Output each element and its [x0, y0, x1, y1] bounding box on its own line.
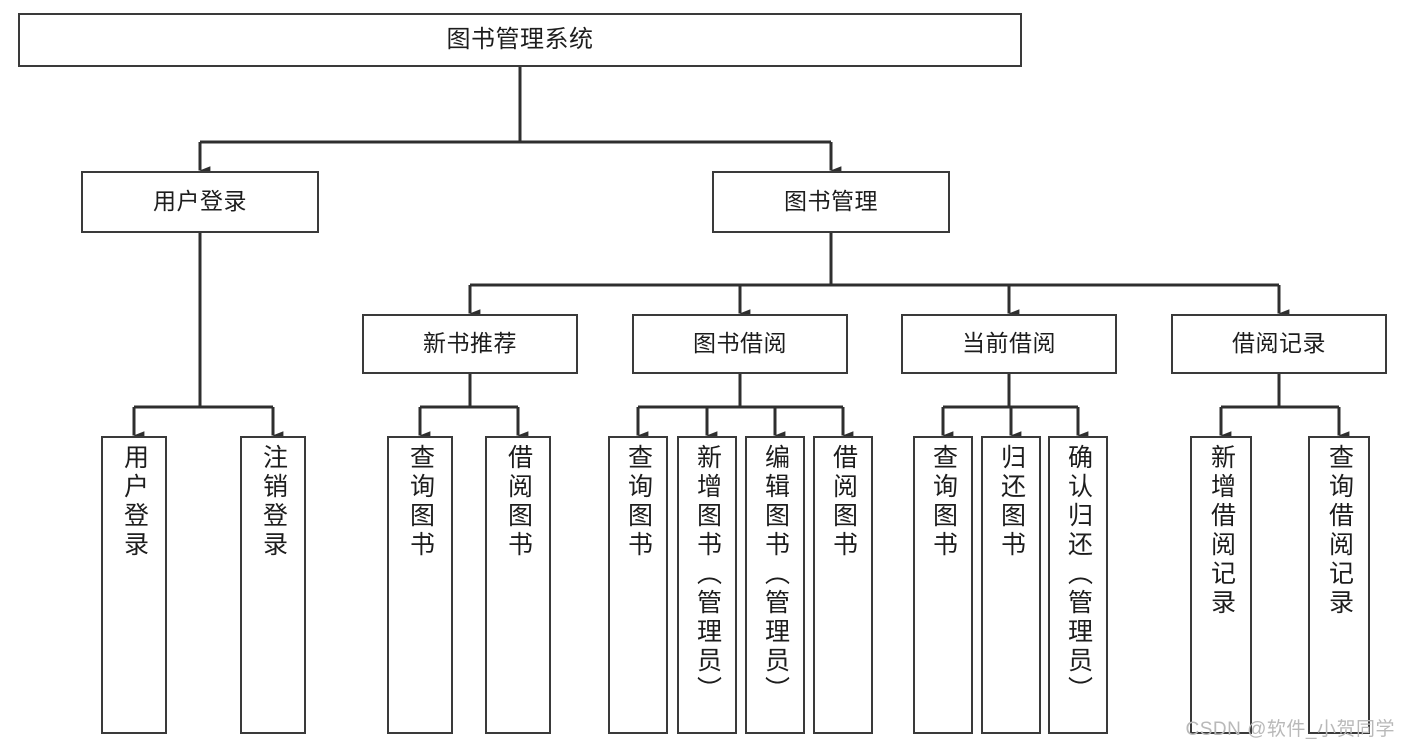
- node-current-borrow[interactable]: 当前借阅: [901, 314, 1117, 374]
- node-user-login-label: 用户登录: [153, 188, 247, 215]
- leaf-user-login-label: 用户登录: [120, 444, 149, 560]
- leaf-user-login[interactable]: 用户登录: [101, 436, 167, 734]
- node-root-label: 图书管理系统: [446, 25, 594, 53]
- node-borrow-record-label: 借阅记录: [1232, 330, 1326, 357]
- leaf-add-book-label: 新增图书（管理员）: [693, 444, 722, 705]
- leaf-edit-book[interactable]: 编辑图书（管理员）: [745, 436, 805, 734]
- node-current-borrow-label: 当前借阅: [962, 330, 1056, 357]
- node-borrow-record[interactable]: 借阅记录: [1171, 314, 1387, 374]
- leaf-borrow-book-a[interactable]: 借阅图书: [485, 436, 551, 734]
- leaf-return-book-label: 归还图书: [997, 444, 1026, 560]
- leaf-query-record[interactable]: 查询借阅记录: [1308, 436, 1370, 734]
- leaf-borrow-book-b-label: 借阅图书: [829, 444, 858, 560]
- leaf-add-record[interactable]: 新增借阅记录: [1190, 436, 1252, 734]
- leaf-query-book-c-label: 查询图书: [929, 444, 958, 560]
- leaf-query-book-c[interactable]: 查询图书: [913, 436, 973, 734]
- node-book-manage-label: 图书管理: [784, 188, 878, 215]
- leaf-query-record-label: 查询借阅记录: [1325, 444, 1354, 618]
- node-user-login[interactable]: 用户登录: [81, 171, 319, 233]
- leaf-borrow-book-b[interactable]: 借阅图书: [813, 436, 873, 734]
- leaf-confirm-return-label: 确认归还（管理员）: [1064, 444, 1093, 705]
- leaf-confirm-return[interactable]: 确认归还（管理员）: [1048, 436, 1108, 734]
- leaf-logout-label: 注销登录: [259, 444, 288, 560]
- leaf-query-book-a-label: 查询图书: [406, 444, 435, 560]
- node-new-book-recommend[interactable]: 新书推荐: [362, 314, 578, 374]
- node-book-manage[interactable]: 图书管理: [712, 171, 950, 233]
- leaf-query-book-a[interactable]: 查询图书: [387, 436, 453, 734]
- node-book-borrow-label: 图书借阅: [693, 330, 787, 357]
- watermark: CSDN @软件_小贺同学: [1185, 719, 1395, 740]
- leaf-borrow-book-a-label: 借阅图书: [504, 444, 533, 560]
- leaf-query-book-b-label: 查询图书: [624, 444, 653, 560]
- leaf-logout[interactable]: 注销登录: [240, 436, 306, 734]
- leaf-add-record-label: 新增借阅记录: [1207, 444, 1236, 618]
- node-root[interactable]: 图书管理系统: [18, 13, 1022, 67]
- node-new-book-recommend-label: 新书推荐: [423, 330, 517, 357]
- leaf-query-book-b[interactable]: 查询图书: [608, 436, 668, 734]
- node-book-borrow[interactable]: 图书借阅: [632, 314, 848, 374]
- leaf-add-book[interactable]: 新增图书（管理员）: [677, 436, 737, 734]
- leaf-edit-book-label: 编辑图书（管理员）: [761, 444, 790, 705]
- leaf-return-book[interactable]: 归还图书: [981, 436, 1041, 734]
